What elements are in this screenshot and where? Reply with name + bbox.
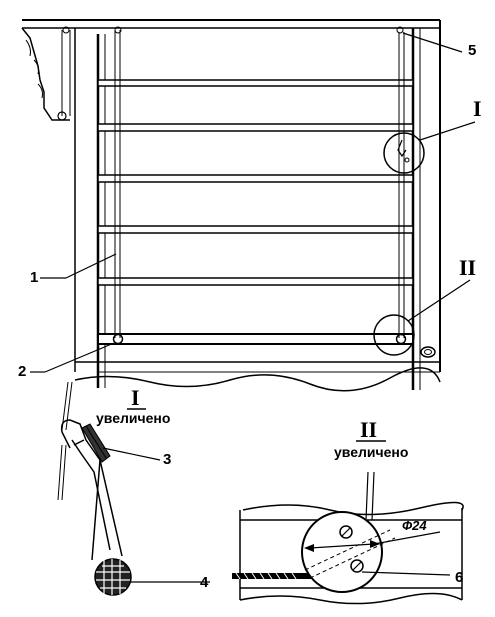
label-5: 5 bbox=[468, 42, 476, 59]
detail-ii-mark: II bbox=[360, 417, 377, 442]
blind-slats bbox=[97, 79, 414, 345]
slat bbox=[97, 277, 414, 286]
leader-lines bbox=[30, 32, 476, 373]
detail-ii-circle bbox=[373, 314, 415, 356]
top-cornice bbox=[21, 19, 440, 121]
label-3: 3 bbox=[163, 451, 171, 468]
main-view bbox=[21, 19, 476, 392]
detail-i-caption: увеличено bbox=[96, 410, 170, 426]
label-2: 2 bbox=[18, 363, 26, 380]
detail-i-circle bbox=[383, 132, 425, 174]
detail-ii-caption: увеличено bbox=[334, 444, 408, 460]
slat bbox=[97, 79, 414, 87]
label-4: 4 bbox=[200, 574, 209, 591]
diameter-label: Ф24 bbox=[402, 518, 427, 533]
slat bbox=[97, 225, 414, 234]
mark-ii-main: II bbox=[459, 255, 476, 280]
slat bbox=[97, 123, 414, 132]
mark-i-main: I bbox=[473, 96, 482, 121]
label-1: 1 bbox=[30, 269, 38, 286]
lift-cords bbox=[57, 26, 436, 358]
label-6: 6 bbox=[455, 569, 463, 586]
detail-i-view bbox=[57, 381, 210, 596]
bottom-slat bbox=[97, 333, 414, 345]
detail-i-mark: I bbox=[131, 385, 140, 410]
window-frame bbox=[74, 20, 441, 392]
detail-ii-view bbox=[232, 471, 464, 605]
slat bbox=[97, 174, 414, 183]
